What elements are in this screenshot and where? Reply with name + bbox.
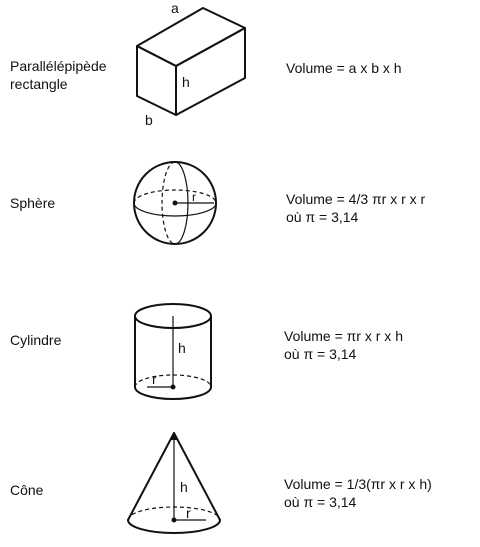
cylinder-label-h: h: [178, 340, 186, 356]
sphere-equator-back: [133, 189, 217, 204]
box-name-line1: Parallélépipède: [10, 58, 107, 74]
box-label-b: b: [145, 112, 153, 128]
cone-base-center: [171, 517, 177, 523]
cone-base-front: [127, 519, 221, 534]
cone-formula-line1: Volume = 1/3(πr x r x h): [284, 476, 432, 492]
box-formula-line1: Volume = a x b x h: [286, 60, 402, 76]
cylinder-formula-line1: Volume = πr x r x h: [284, 328, 403, 344]
sphere-formula-line2: où π = 3,14: [286, 209, 359, 225]
sphere-formula-line1: Volume = 4/3 πr x r x r: [286, 191, 426, 207]
cylinder-label-r: r: [152, 371, 157, 387]
sphere-name: Sphère: [10, 195, 56, 211]
cylinder-name: Cylindre: [10, 332, 62, 348]
box-label-a: a: [171, 0, 179, 16]
sphere-center-dot: [172, 200, 178, 206]
cone-formula: Volume = 1/3(πr x r x h) où π = 3,14: [284, 475, 432, 511]
cylinder-formula-line2: où π = 3,14: [284, 346, 357, 362]
box-side-face: [175, 27, 246, 116]
sphere-formula: Volume = 4/3 πr x r x r où π = 3,14: [286, 190, 425, 226]
sphere-equator-front: [133, 202, 217, 217]
cone-left-side: [127, 432, 175, 521]
box-shape: a h b: [136, 0, 246, 128]
box-front-face: [136, 45, 177, 116]
cone-apex-mark: [170, 432, 178, 440]
cone-shape: h r: [127, 432, 221, 534]
sphere-shape: r: [133, 161, 217, 245]
sphere-meridian-back: [161, 161, 176, 245]
cone-name: Cône: [10, 482, 44, 498]
cylinder-shape: h r: [134, 303, 212, 400]
box-name-line2: rectangle: [10, 76, 68, 92]
box-formula: Volume = a x b x h: [286, 59, 402, 77]
box-name: Parallélépipède rectangle: [10, 57, 107, 93]
cone-formula-line2: où π = 3,14: [284, 494, 357, 510]
cone-right-side: [173, 432, 221, 521]
sphere-label-r: r: [192, 190, 196, 204]
cylinder-bottom-front: [134, 386, 212, 400]
cylinder-bottom-back: [134, 374, 212, 388]
cylinder-formula: Volume = πr x r x h où π = 3,14: [284, 327, 403, 363]
box-label-h: h: [182, 74, 190, 90]
cone-label-r: r: [186, 505, 191, 521]
cylinder-base-center: [170, 384, 176, 390]
cone-label-h: h: [180, 479, 188, 495]
